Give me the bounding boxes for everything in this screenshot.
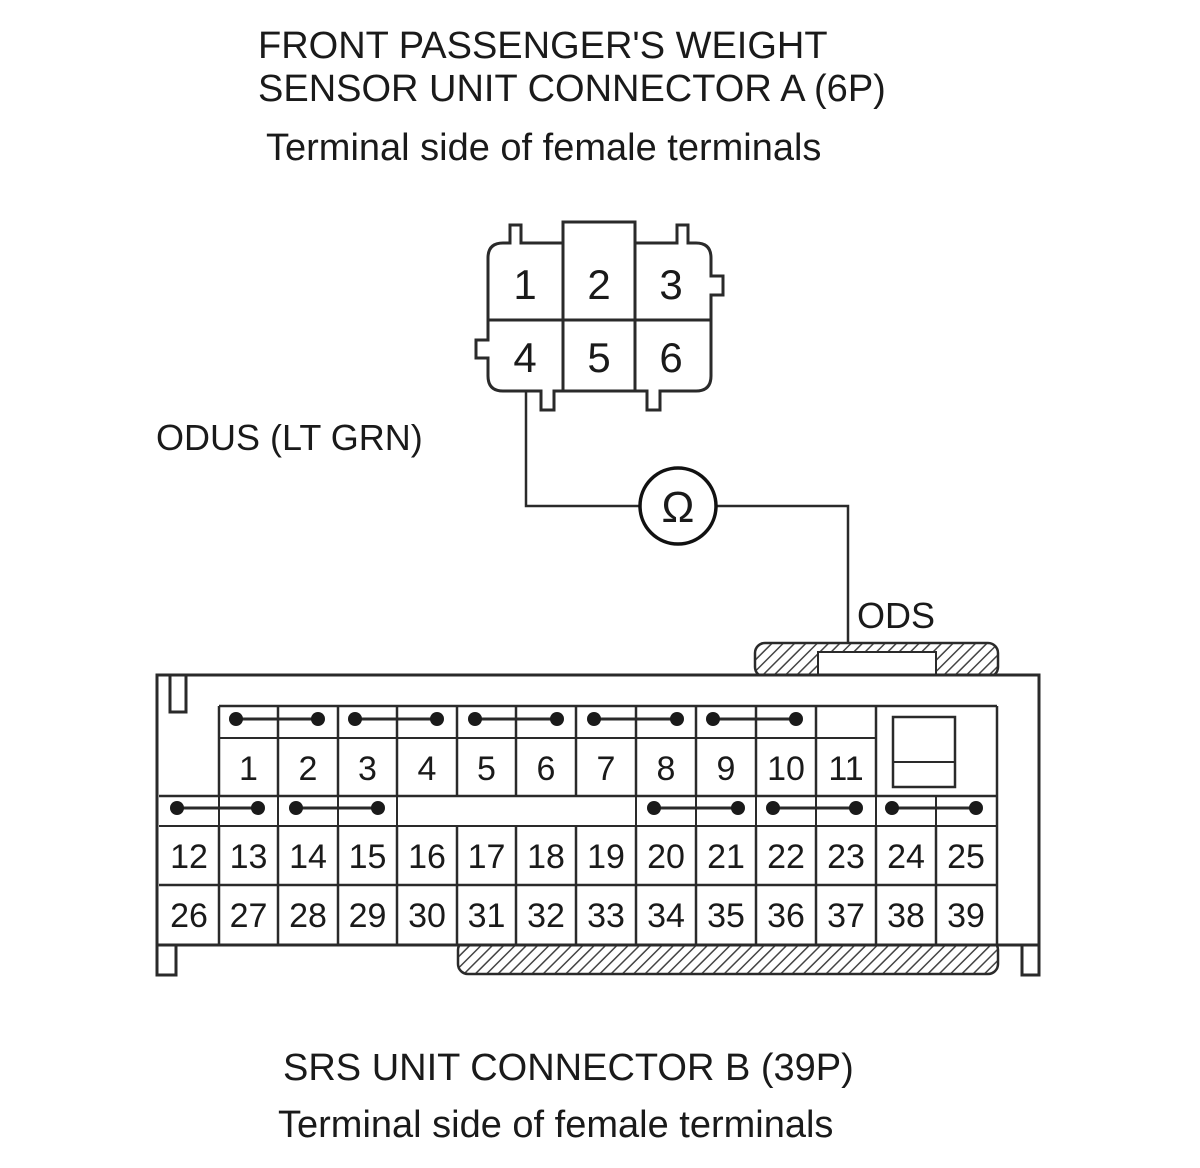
shorting-bar-5-6-dot	[468, 712, 482, 726]
connector-a-pin-3: 3	[659, 261, 682, 308]
shorting-bar-12-13-dot	[251, 801, 265, 815]
connector-b-pin-27: 27	[230, 897, 268, 935]
connector-b-pin-33: 33	[587, 897, 625, 935]
connector-b-pin-29: 29	[349, 897, 387, 935]
connector-b-pin-37: 37	[827, 897, 865, 935]
connector-b-shorting-bars	[170, 712, 983, 815]
connector-b-pin-28: 28	[289, 897, 327, 935]
connector-b-pin-26: 26	[170, 897, 208, 935]
shorting-bar-22-23-dot	[849, 801, 863, 815]
connector-a-pin-1: 1	[513, 261, 536, 308]
connector-b-pin-4: 4	[418, 750, 437, 788]
shorting-bar-14-15-dot	[371, 801, 385, 815]
connector-b-pin-18: 18	[527, 838, 565, 876]
ods-wire-label: ODS	[857, 595, 935, 636]
connector-b-pin-15: 15	[349, 838, 387, 876]
connector-b-pin-6: 6	[537, 750, 556, 788]
connector-b-pin-22: 22	[767, 838, 805, 876]
connector-b-pin-3: 3	[358, 750, 377, 788]
connector-a-pin-4: 4	[513, 334, 536, 381]
connector-b-pin-25: 25	[947, 838, 985, 876]
connector-b-pin-38: 38	[887, 897, 925, 935]
odus-wire-label: ODUS (LT GRN)	[156, 417, 423, 458]
connector-b-pin-13: 13	[230, 838, 268, 876]
connector-b-pin-19: 19	[587, 838, 625, 876]
shorting-bar-3-4-dot	[348, 712, 362, 726]
shorting-bar-22-23-dot	[766, 801, 780, 815]
shorting-bar-7-8-dot	[587, 712, 601, 726]
shorting-bar-24-25-dot	[969, 801, 983, 815]
shorting-bar-20-21-dot	[647, 801, 661, 815]
connector-b-grid	[159, 704, 999, 944]
connector-b-pin-36: 36	[767, 897, 805, 935]
connector-b-pin-32: 32	[527, 897, 565, 935]
connector-b-pin-1: 1	[239, 750, 258, 788]
odus-wire	[524, 392, 639, 508]
connector-b-pin-35: 35	[707, 897, 745, 935]
shorting-bar-24-25-dot	[885, 801, 899, 815]
connector-b-pin-21: 21	[707, 838, 745, 876]
connector-b-pin-20: 20	[647, 838, 685, 876]
connector-b-pin-12: 12	[170, 838, 208, 876]
shorting-bar-9-10-dot	[789, 712, 803, 726]
connector-b-pin-5: 5	[477, 750, 496, 788]
connector-b-pin-17: 17	[468, 838, 506, 876]
connector-b-pin-9: 9	[717, 750, 736, 788]
connector-b-pin-31: 31	[468, 897, 506, 935]
connector-a-pin-5: 5	[587, 334, 610, 381]
shorting-bar-9-10-dot	[706, 712, 720, 726]
connector-b-pin-39: 39	[947, 897, 985, 935]
connector-a-title-line1: FRONT PASSENGER'S WEIGHT	[258, 25, 828, 67]
ohmmeter-icon	[638, 466, 718, 546]
connector-b-pin-10: 10	[767, 750, 805, 788]
connector-b-pin-30: 30	[408, 897, 446, 935]
connector-b-pin-34: 34	[647, 897, 685, 935]
connector-a-pin-6: 6	[659, 334, 682, 381]
connector-b-pin-14: 14	[289, 838, 327, 876]
connector-b-pin-23: 23	[827, 838, 865, 876]
shorting-bar-20-21-dot	[731, 801, 745, 815]
connector-a-pin-2: 2	[587, 261, 610, 308]
connector-b-dummy-cavity	[891, 715, 957, 789]
connector-b-subtitle: Terminal side of female terminals	[278, 1104, 833, 1146]
connector-b-title: SRS UNIT CONNECTOR B (39P)	[283, 1047, 854, 1089]
connector-b-pin-11: 11	[828, 750, 863, 788]
shorting-bar-12-13-dot	[170, 801, 184, 815]
connector-a-6p: 1 2 3 4 5 6	[474, 220, 725, 412]
connector-b-pin-8: 8	[657, 750, 676, 788]
shorting-bar-5-6-dot	[550, 712, 564, 726]
connector-a-subtitle: Terminal side of female terminals	[266, 127, 821, 169]
shorting-bar-1-2-dot	[311, 712, 325, 726]
shorting-bar-1-2-dot	[229, 712, 243, 726]
shorting-bar-3-4-dot	[430, 712, 444, 726]
ohmmeter-symbol: Ω	[662, 483, 695, 532]
connector-b-pin-16: 16	[408, 838, 446, 876]
shorting-bar-7-8-dot	[670, 712, 684, 726]
connector-b-pin-2: 2	[299, 750, 318, 788]
connector-a-title-line2: SENSOR UNIT CONNECTOR A (6P)	[258, 68, 886, 110]
connector-b-pin-7: 7	[597, 750, 616, 788]
shorting-bar-14-15-dot	[289, 801, 303, 815]
connector-b-pin-24: 24	[887, 838, 925, 876]
